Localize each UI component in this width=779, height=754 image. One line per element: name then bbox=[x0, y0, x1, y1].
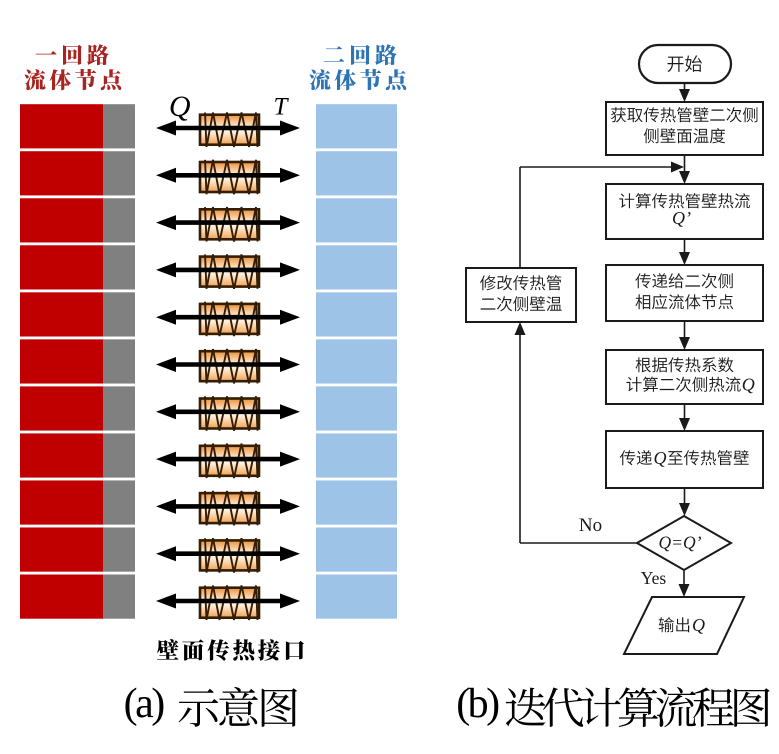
svg-text:Q: Q bbox=[742, 375, 755, 395]
svg-text:T: T bbox=[274, 94, 290, 121]
svg-text:Yes: Yes bbox=[641, 568, 667, 588]
svg-text:(b): (b) bbox=[456, 681, 499, 727]
svg-text:(a): (a) bbox=[124, 681, 165, 727]
svg-text:Q: Q bbox=[692, 615, 705, 635]
svg-text:Q=Q’: Q=Q’ bbox=[659, 533, 702, 553]
svg-text:No: No bbox=[579, 515, 602, 536]
svg-text:Q’: Q’ bbox=[672, 208, 691, 228]
svg-text:Q: Q bbox=[169, 90, 191, 123]
svg-text:Q: Q bbox=[654, 448, 667, 468]
